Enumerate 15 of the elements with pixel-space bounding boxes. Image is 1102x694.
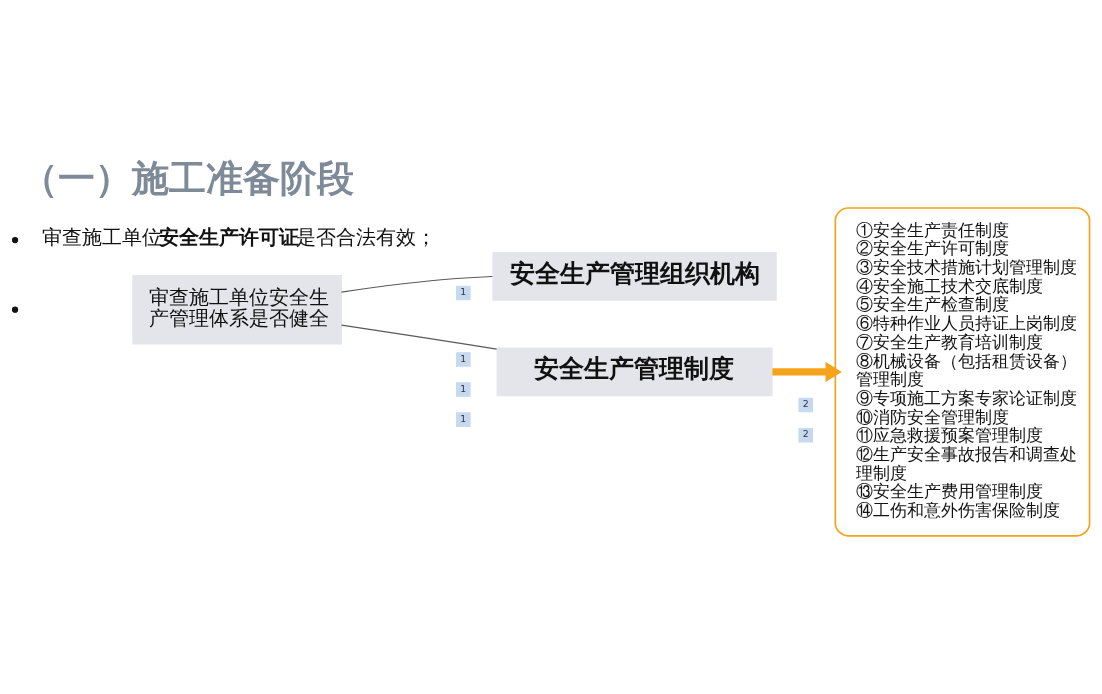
arrow [772, 361, 842, 382]
label: 1 [460, 286, 467, 298]
node-box: 安全生产管理组织机构 [492, 252, 777, 301]
label: 2 [802, 398, 809, 410]
label: 1 [460, 352, 467, 364]
label: 审查施工单位安全生产许可证是否合法有效； [41, 224, 436, 249]
label: 1 [460, 412, 467, 424]
connector [340, 275, 494, 293]
node-box: 审查施工单位安全生产管理体系是否健全 [132, 274, 342, 345]
node-box: 安全生产管理制度 [496, 347, 773, 397]
label: 2 [802, 428, 809, 440]
diagram-title: （一）施工准备阶段 [20, 156, 354, 201]
connector [340, 324, 498, 350]
node-box: ①安全生产责任制度 ②安全生产许可制度 ③安全技术措施计划管理制度 ④安全施工技术交底制度 ⑤安全生产检查制度 ⑥特种作业人员持证上岗制度 ⑦安全生产教育培训制度 ⑧机械设备（包括租赁设备）管理制度 ⑨专项施工方案专家论证制度 ⑩消防安全管理制度 ⑪应急救援预案管理制度 ⑫生产安全事故报告和调查处理制度 ⑬安全生产费用管理制度 ⑭工伤和意外伤害保险制度 [834, 207, 1091, 537]
label: 1 [460, 382, 467, 394]
